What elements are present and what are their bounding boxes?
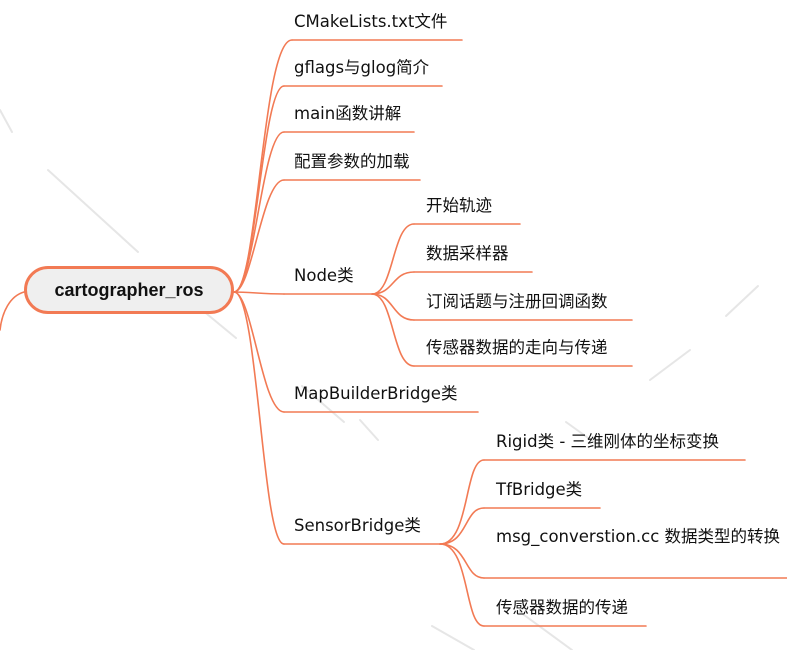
node-main-function[interactable]: main函数讲解	[294, 104, 402, 123]
node-sensor-data-pass[interactable]: 传感器数据的传递	[496, 598, 628, 617]
link-n7a	[439, 459, 485, 545]
node-subscribe-topics[interactable]: 订阅话题与注册回调函数	[426, 292, 608, 311]
node-rigid-class[interactable]: Rigid类 - 三维刚体的坐标变换	[496, 432, 720, 451]
node-sensor-data-flow[interactable]: 传感器数据的走向与传递	[426, 338, 608, 357]
link-n5b	[371, 271, 415, 295]
link-n2	[233, 85, 285, 293]
link-root-left	[0, 291, 25, 331]
node-msg-conversion[interactable]: msg_converstion.cc 数据类型的转换	[496, 527, 781, 546]
node-cmakelists[interactable]: CMakeLists.txt文件	[294, 12, 448, 31]
node-config-loading[interactable]: 配置参数的加载	[294, 152, 410, 171]
link-n7d	[439, 543, 485, 627]
link-n3	[233, 131, 285, 293]
link-n5d	[371, 293, 415, 367]
node-mapbuilderbridge[interactable]: MapBuilderBridge类	[294, 384, 458, 403]
node-start-trajectory[interactable]: 开始轨迹	[426, 196, 492, 215]
node-sensorbridge[interactable]: SensorBridge类	[294, 516, 421, 535]
link-n7b	[439, 507, 485, 545]
node-tfbridge[interactable]: TfBridge类	[496, 480, 583, 499]
link-n5c	[371, 293, 415, 321]
link-n7c	[439, 543, 485, 579]
watermark	[0, 109, 759, 650]
node-data-sampler[interactable]: 数据采样器	[426, 244, 509, 263]
root-node[interactable]: cartographer_ros	[24, 266, 234, 314]
link-n5a	[371, 223, 415, 295]
link-n7	[233, 291, 285, 545]
link-n6	[233, 291, 285, 413]
link-n5	[233, 291, 285, 295]
node-node-class[interactable]: Node类	[294, 266, 354, 285]
node-gflags-glog[interactable]: gflags与glog简介	[294, 58, 430, 77]
link-n4	[233, 179, 285, 293]
